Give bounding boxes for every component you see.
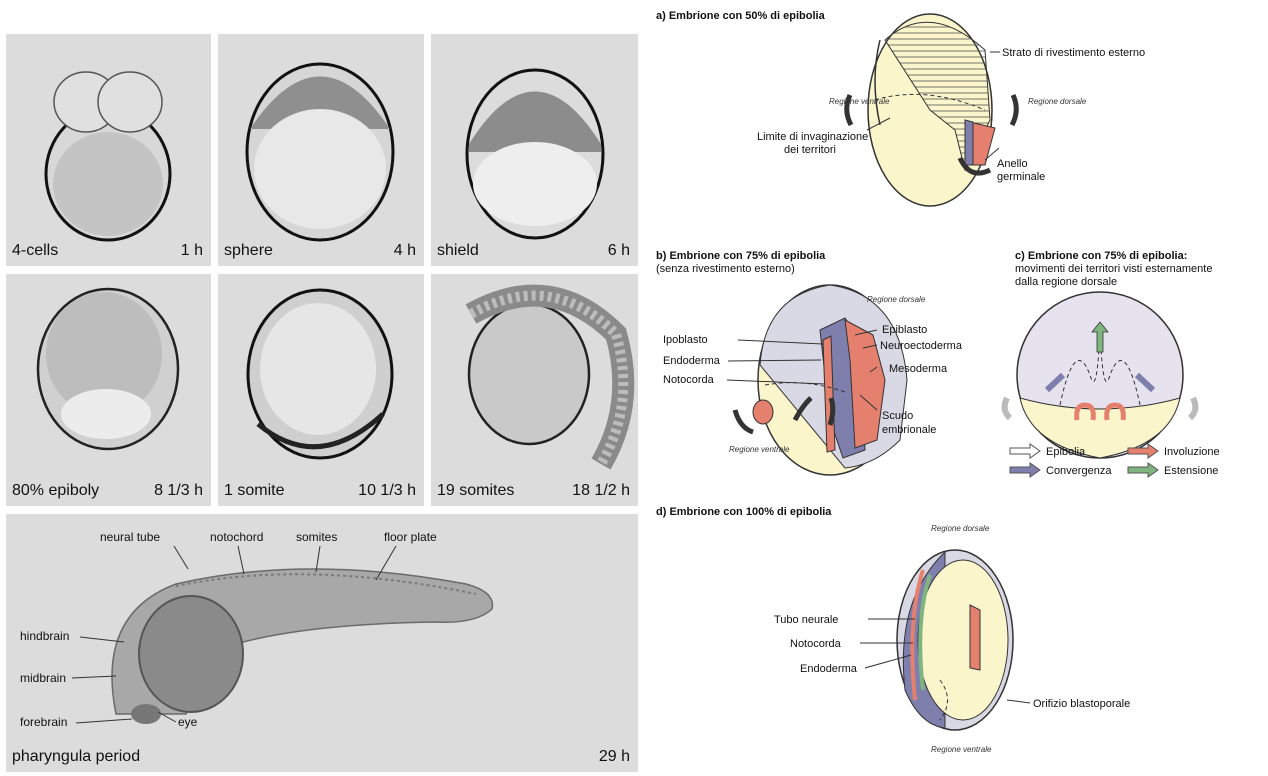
stage-panel-shield: shield 6 h (431, 34, 638, 266)
label-b-ventral: Regione ventrale (729, 445, 790, 454)
label-neuroectoderma: Neuroectoderma (880, 340, 963, 352)
label-a-ventral: Regione ventrale (829, 97, 890, 106)
pharyngula-time: 29 h (599, 748, 630, 766)
legend-involuzione: Involuzione (1164, 446, 1220, 458)
label-d-ventral: Regione ventrale (931, 745, 992, 754)
stage-time: 18 1/2 h (572, 482, 630, 500)
diagram-c-embryo (1005, 292, 1196, 458)
stage-name: 4-cells (12, 242, 58, 260)
diagram-d-title: d) Embrione con 100% di epibolia (656, 506, 832, 518)
label-d-notocorda: Notocorda (790, 638, 842, 650)
label-ring-2: germinale (997, 171, 1045, 183)
stage-panel-4cells: 4-cells 1 h (6, 34, 211, 266)
stage-panel-80-epiboly: 80% epiboly 8 1/3 h (6, 274, 211, 506)
diagram-c-title: c) Embrione con 75% di epibolia: (1015, 250, 1187, 262)
stage-panel-1-somite: 1 somite 10 1/3 h (218, 274, 424, 506)
stage-time: 1 h (181, 242, 203, 260)
convergenza-arrow-icon (1010, 463, 1040, 477)
embryo-1-somite-image (218, 274, 424, 506)
label-orifizio: Orifizio blastoporale (1033, 698, 1130, 710)
stage-name: 1 somite (224, 482, 284, 500)
label-limit-1: Limite di invaginazione (757, 131, 868, 143)
label-d-endoderma: Endoderma (800, 663, 858, 675)
embryo-sphere-image (218, 34, 424, 266)
label-ipoblasto: Ipoblasto (663, 334, 708, 346)
stage-name: sphere (224, 242, 273, 260)
stage-time: 10 1/3 h (358, 482, 416, 500)
label-scudo-1: Scudo (882, 410, 913, 422)
pharyngula-embryo-diagram: neural tube notochord somites floor plat… (6, 514, 638, 772)
label-hindbrain: hindbrain (20, 629, 69, 643)
label-midbrain: midbrain (20, 671, 66, 685)
label-mesoderma: Mesoderma (889, 363, 948, 375)
embryo-4cells-image (6, 34, 211, 266)
stage-name: shield (437, 242, 479, 260)
label-floor-plate: floor plate (384, 530, 437, 544)
stage-name: 80% epiboly (12, 482, 99, 500)
label-outer-layer: Strato di rivestimento esterno (1002, 47, 1145, 59)
embryo-shield-image (431, 34, 638, 266)
diagram-c-sub1: movimenti dei territori visti esternamen… (1015, 263, 1212, 275)
embryo-19-somites-image (431, 274, 638, 506)
diagram-b-title: b) Embrione con 75% di epibolia (656, 250, 826, 262)
label-neural-tube: neural tube (100, 530, 160, 544)
label-tubo-neurale: Tubo neurale (774, 614, 838, 626)
label-b-dorsal: Regione dorsale (867, 295, 926, 304)
legend-epibolia: Epibolia (1046, 446, 1086, 458)
stage-time: 6 h (608, 242, 630, 260)
label-somites: somites (296, 530, 337, 544)
pharyngula-caption: pharyngula period (12, 748, 140, 766)
label-d-dorsal: Regione dorsale (931, 524, 990, 533)
legend-estensione: Estensione (1164, 465, 1218, 477)
legend-convergenza: Convergenza (1046, 465, 1112, 477)
stage-name: 19 somites (437, 482, 514, 500)
label-a-dorsal: Regione dorsale (1028, 97, 1087, 106)
diagram-d-embryo (897, 550, 1013, 730)
diagram-a-embryo (847, 14, 1017, 206)
label-limit-2: dei territori (784, 144, 836, 156)
label-b-notocorda: Notocorda (663, 374, 715, 386)
label-epiblasto: Epiblasto (882, 324, 927, 336)
stage-panel-sphere: sphere 4 h (218, 34, 424, 266)
label-ring-1: Anello (997, 158, 1028, 170)
stage-time: 4 h (394, 242, 416, 260)
embryo-80-epiboly-image (6, 274, 211, 506)
label-scudo-2: embrionale (882, 424, 936, 436)
epibolia-arrow-icon (1010, 444, 1040, 458)
diagram-c-sub2: dalla regione dorsale (1015, 276, 1117, 288)
label-notochord: notochord (210, 530, 263, 544)
estensione-arrow-icon (1128, 463, 1158, 477)
stage-panel-pharyngula: neural tube notochord somites floor plat… (6, 514, 638, 772)
stage-panel-19-somites: 19 somites 18 1/2 h (431, 274, 638, 506)
diagram-a-title: a) Embrione con 50% di epibolia (656, 10, 826, 22)
diagram-b-subtitle: (senza rivestimento esterno) (656, 263, 795, 275)
epiboly-diagrams: a) Embrione con 50% di epibolia Strato d… (645, 0, 1268, 776)
label-eye: eye (178, 715, 198, 729)
stage-time: 8 1/3 h (154, 482, 203, 500)
label-b-endoderma: Endoderma (663, 355, 721, 367)
label-forebrain: forebrain (20, 715, 67, 729)
